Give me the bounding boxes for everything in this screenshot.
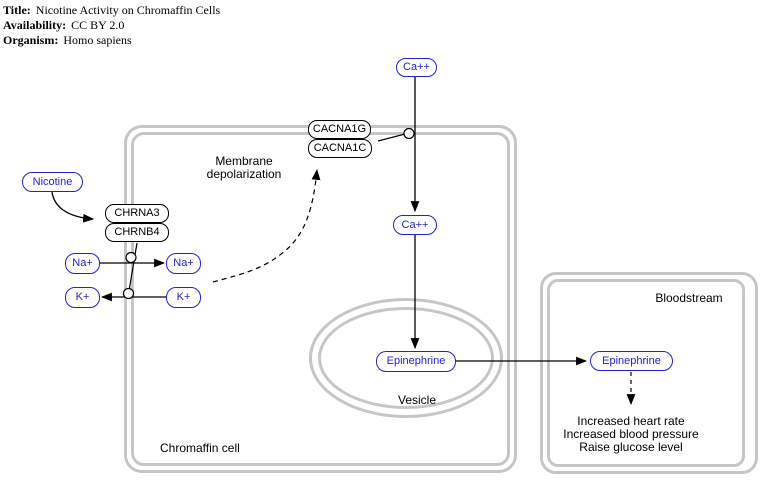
effect-glucose: Raise glucose level	[579, 440, 683, 454]
bloodstream-label: Bloodstream	[655, 291, 723, 305]
organism-value: Homo sapiens	[63, 33, 132, 47]
bloodstream-membrane-inner	[547, 279, 745, 467]
node-k-intracellular[interactable]: K+	[166, 287, 201, 308]
node-epinephrine-bloodstream[interactable]: Epinephrine	[590, 351, 673, 371]
title-label: Title:	[3, 3, 31, 17]
effect-blood-pressure: Increased blood pressure	[563, 427, 699, 441]
membrane-depolarization-label: Membrane depolarization	[206, 154, 282, 181]
node-ca-intracellular[interactable]: Ca++	[393, 215, 437, 235]
node-na-intracellular[interactable]: Na+	[166, 253, 201, 274]
node-chrna3[interactable]: CHRNA3	[105, 204, 169, 223]
nicotine-binding-arrow	[52, 192, 95, 223]
availability-label: Availability:	[3, 18, 67, 32]
header-title-row: Title: Nicotine Activity on Chromaffin Ce…	[3, 3, 220, 18]
node-epinephrine-vesicle[interactable]: Epinephrine	[376, 351, 456, 372]
title-value: Nicotine Activity on Chromaffin Cells	[35, 3, 221, 17]
node-cacna1c[interactable]: CACNA1C	[308, 139, 372, 158]
node-ca-extracellular[interactable]: Ca++	[396, 58, 437, 77]
availability-value: CC BY 2.0	[71, 18, 125, 32]
organism-label: Organism:	[3, 33, 59, 47]
vesicle-membrane-outer	[309, 298, 503, 418]
node-chrnb4[interactable]: CHRNB4	[105, 223, 169, 242]
node-cacna1g[interactable]: CACNA1G	[308, 120, 371, 139]
epinephrine-effects-label: Increased heart rate Increased blood pre…	[541, 415, 721, 454]
vesicle-label: Vesicle	[397, 393, 437, 407]
node-nicotine[interactable]: Nicotine	[22, 172, 83, 192]
header-availability-row: Availability: CC BY 2.0	[3, 18, 220, 33]
pathway-header: Title: Nicotine Activity on Chromaffin Ce…	[3, 3, 220, 48]
header-organism-row: Organism: Homo sapiens	[3, 33, 220, 48]
vesicle-membrane-inner	[318, 307, 494, 409]
bloodstream-membrane-outer	[540, 272, 758, 474]
chromaffin-cell-label: Chromaffin cell	[160, 441, 240, 455]
node-na-extracellular[interactable]: Na+	[65, 253, 100, 274]
node-k-extracellular[interactable]: K+	[65, 287, 100, 308]
effect-heart-rate: Increased heart rate	[577, 414, 685, 428]
